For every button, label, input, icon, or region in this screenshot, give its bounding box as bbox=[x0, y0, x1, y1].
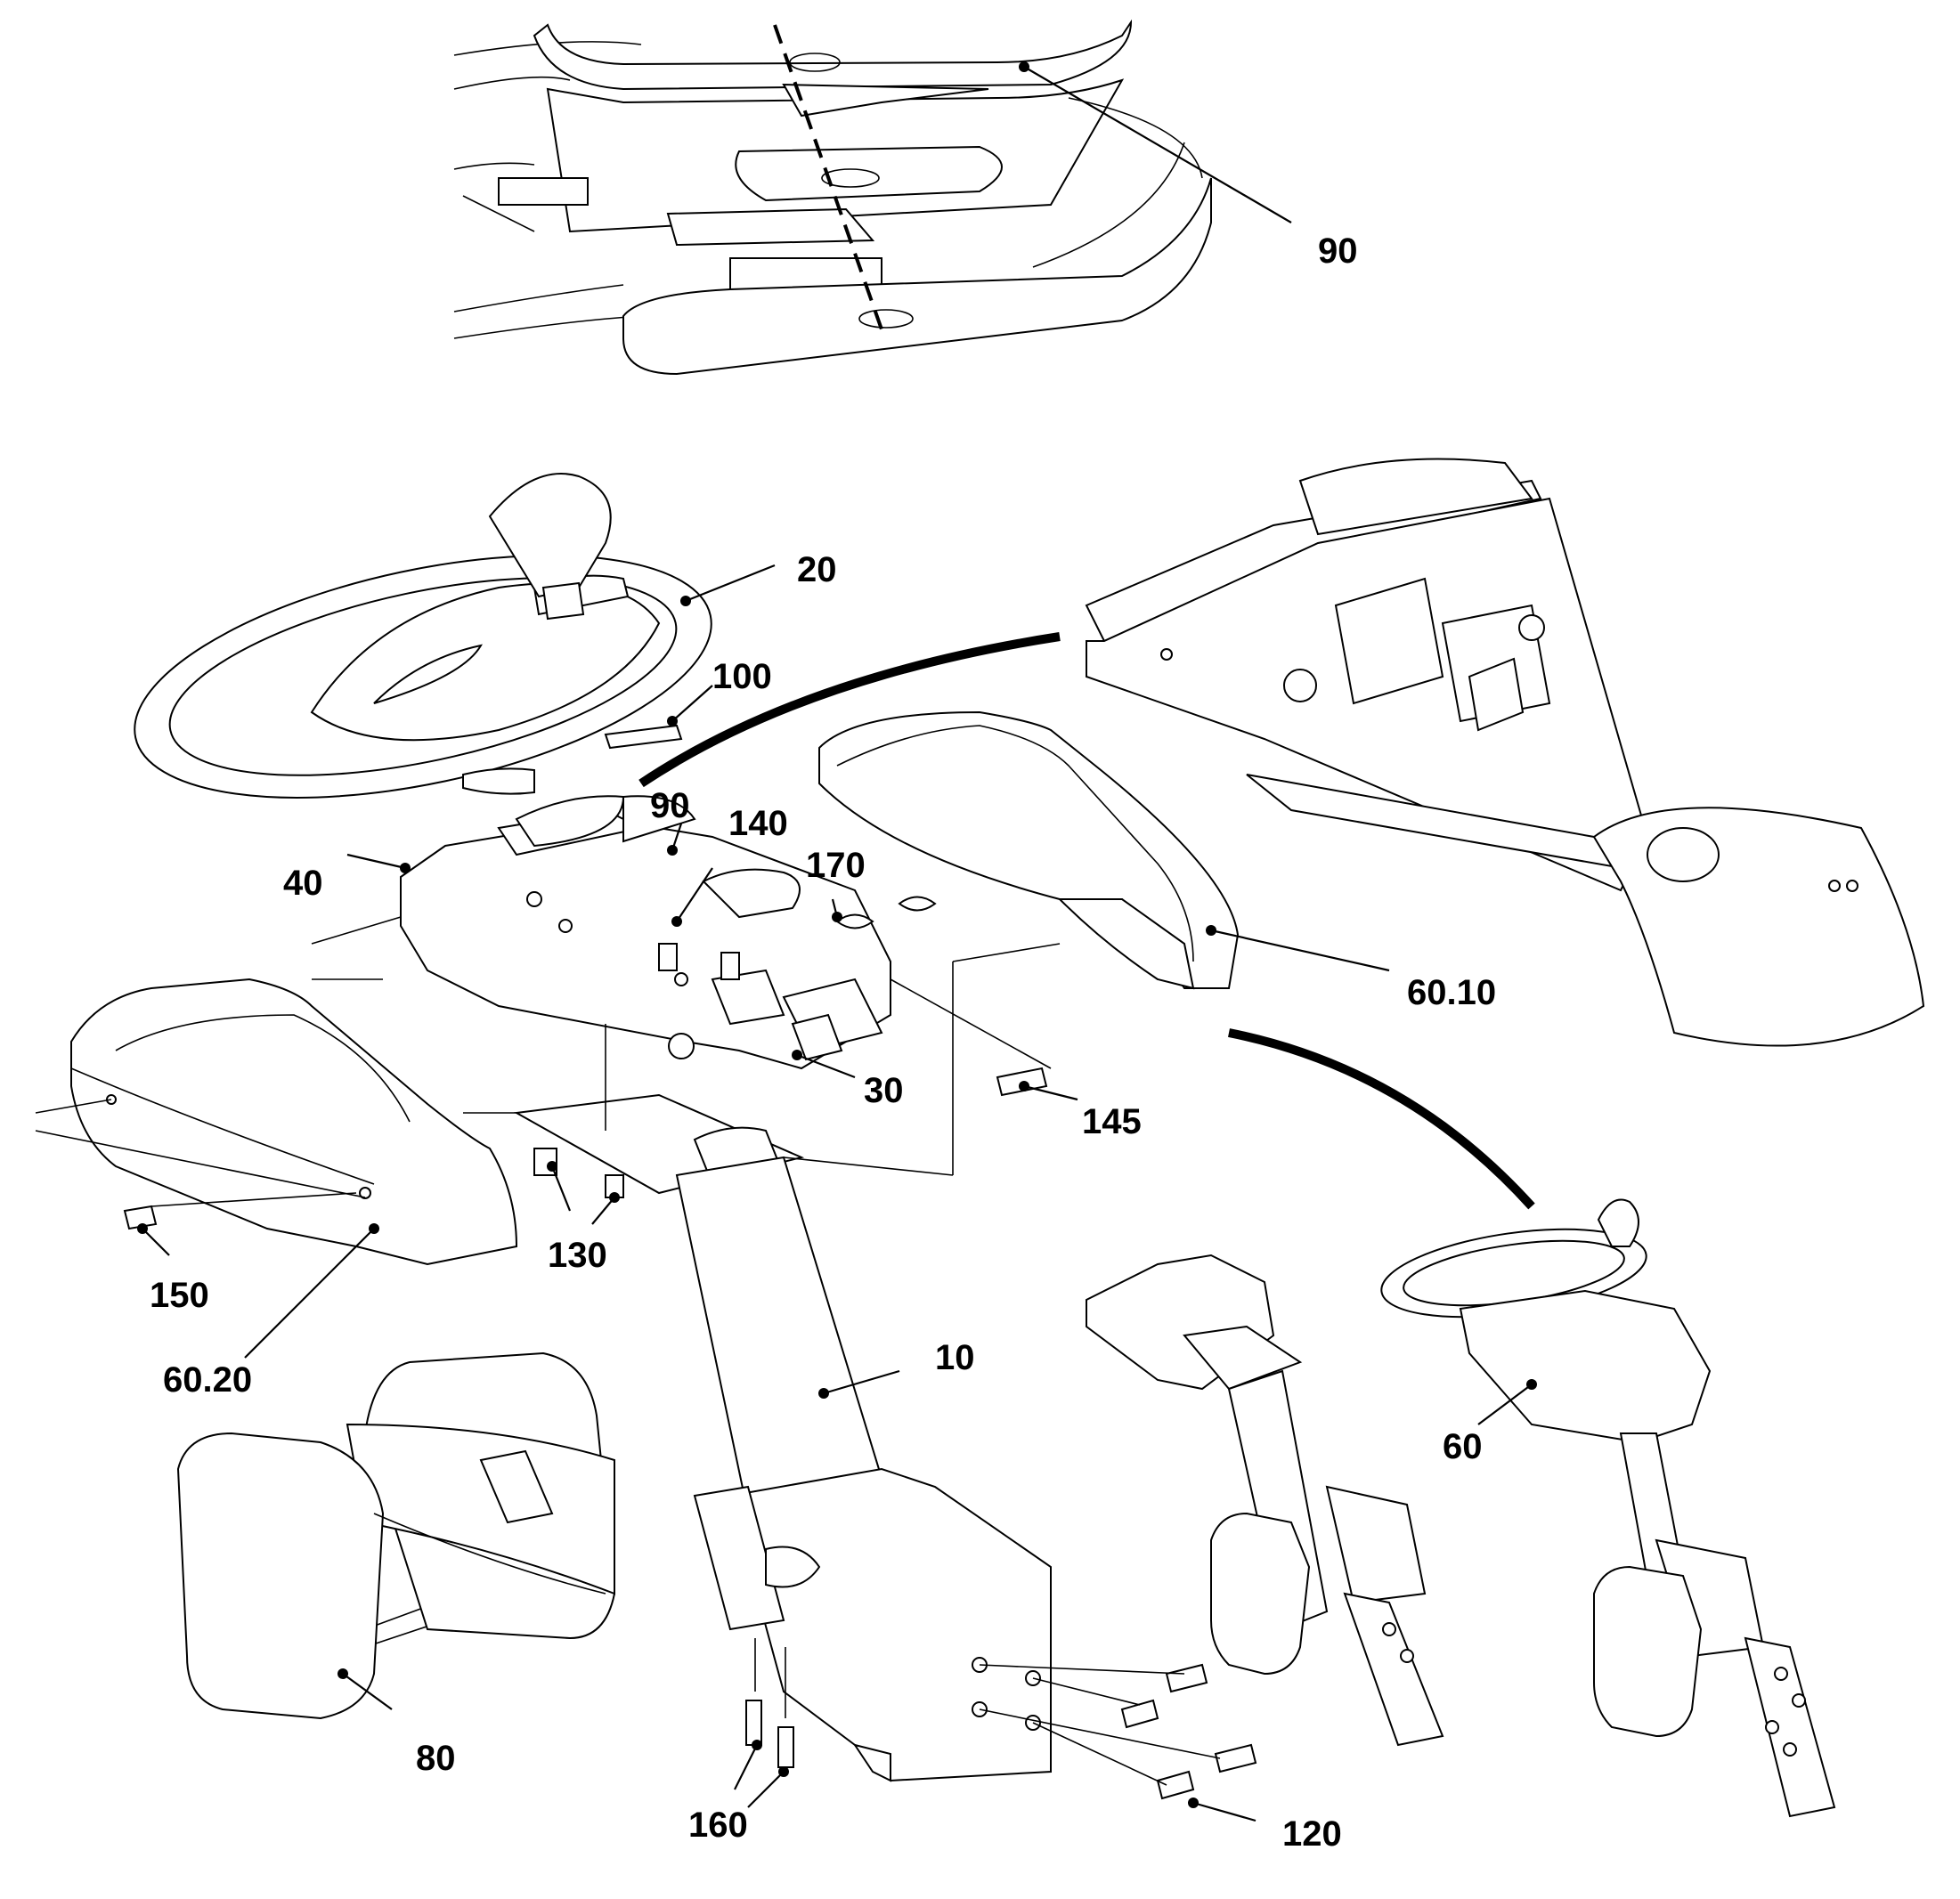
leader-lines bbox=[137, 61, 1537, 1822]
motion-arrows bbox=[638, 632, 1535, 1210]
callout-90: 90 bbox=[650, 786, 690, 825]
callout-100: 100 bbox=[712, 657, 772, 696]
callout-160: 160 bbox=[688, 1806, 748, 1845]
assembly-view-60 bbox=[1380, 1198, 1836, 1818]
bracket-assembly bbox=[400, 795, 891, 1070]
steering-wheel bbox=[134, 473, 712, 799]
callout-145: 145 bbox=[1082, 1102, 1142, 1141]
bolts-120 bbox=[979, 1663, 1257, 1800]
callout-10: 10 bbox=[935, 1338, 975, 1377]
cover-60-10 bbox=[818, 710, 1240, 990]
callout-130: 130 bbox=[548, 1236, 607, 1275]
callout-20: 20 bbox=[797, 550, 837, 589]
callout-80: 80 bbox=[416, 1739, 456, 1778]
callout-120: 120 bbox=[1282, 1814, 1342, 1854]
callout-140: 140 bbox=[728, 804, 788, 843]
callout-60: 60 bbox=[1443, 1427, 1483, 1466]
callout-150: 150 bbox=[150, 1276, 209, 1315]
bolts-160 bbox=[745, 1638, 794, 1768]
callout-30: 30 bbox=[864, 1071, 904, 1110]
detail-view-plates bbox=[453, 19, 1212, 376]
right-top-assembly bbox=[1085, 458, 1925, 1047]
callout-60-20: 60.20 bbox=[163, 1360, 253, 1400]
cover-80 bbox=[176, 1351, 616, 1720]
callout-90-top: 90 bbox=[1318, 231, 1358, 271]
steering-column bbox=[513, 1093, 1052, 1782]
callout-60-10: 60.10 bbox=[1407, 973, 1497, 1012]
assembly-view-2 bbox=[1086, 1254, 1444, 1747]
callout-40: 40 bbox=[283, 864, 323, 903]
callout-170: 170 bbox=[806, 846, 866, 885]
